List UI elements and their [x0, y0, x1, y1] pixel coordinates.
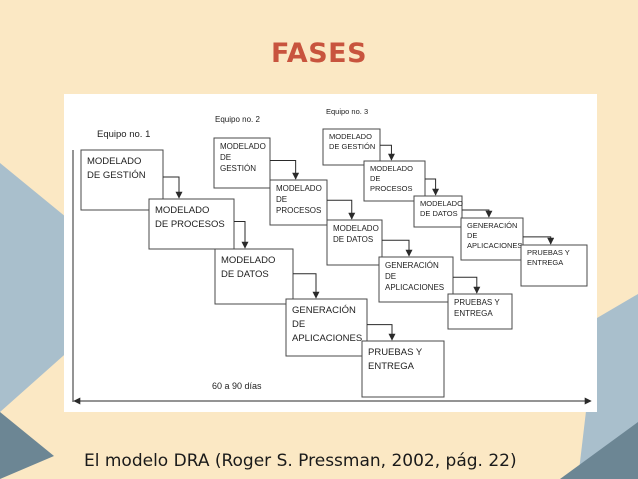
phase-label-line: MODELADO [370, 164, 413, 173]
phase-label-line: DE [385, 272, 396, 281]
phase-connector-arrow [462, 209, 493, 218]
phase-connector-arrow [270, 160, 300, 180]
phase-label-line: DE [220, 153, 231, 162]
team-2-phase-4-box: GENERACIÓN DE APLICACIONES [378, 256, 454, 303]
phase-label-line: MODELADO [329, 132, 372, 141]
phase-connector-arrow [163, 176, 183, 199]
phase-label-line: MODELADO [276, 184, 322, 193]
phase-connector-arrow [380, 144, 395, 161]
phase-connector-arrow [327, 199, 356, 220]
phase-label-line: PROCESOS [370, 184, 413, 193]
phase-connector-arrow [367, 324, 396, 341]
slide-title: FASES [270, 38, 368, 69]
phase-label-line: MODELADO [221, 255, 275, 266]
phase-label-line: MODELADO [155, 205, 209, 216]
team-1-phase-2-box: MODELADO DE PROCESOS [148, 198, 235, 250]
phase-label-line: DE GESTIÓN [87, 170, 146, 181]
team-2-phase-2-box: MODELADO DE PROCESOS [269, 179, 328, 226]
phase-label-line: DE DATOS [420, 209, 458, 218]
bottom-left-accent-shape [0, 412, 54, 479]
team-2-phase-5-box: PRUEBAS Y ENTREGA [447, 293, 513, 330]
phase-label-line: GENERACIÓN [467, 221, 517, 230]
phase-label-line: DE GESTIÓN [329, 142, 375, 151]
phase-label-line: PRUEBAS Y [454, 298, 500, 307]
phase-label-line: APLICACIONES [467, 241, 522, 250]
slide-caption: El modelo DRA (Roger S. Pressman, 2002, … [84, 451, 517, 471]
phase-label-line: DE [292, 319, 305, 330]
phase-label-line: APLICACIONES [385, 283, 444, 292]
phase-connector-arrow [293, 273, 320, 299]
phase-label-line: ENTREGA [368, 361, 415, 372]
phase-label-line: DE DATOS [333, 235, 373, 244]
phase-label-line: MODELADO [420, 199, 463, 208]
team-3-label: Equipo no. 3 [326, 107, 368, 116]
phase-label-line: DE DATOS [221, 269, 269, 280]
phase-connector-arrow [425, 178, 440, 196]
phase-label-line: PROCESOS [276, 206, 321, 215]
team-1-phase-4-box: GENERACIÓN DE APLICACIONES [285, 298, 368, 357]
phase-label-line: GENERACIÓN [385, 261, 439, 270]
phase-connector-arrow [453, 276, 481, 294]
phase-label-line: PRUEBAS Y [368, 347, 423, 358]
team-1-label: Equipo no. 1 [97, 129, 150, 140]
phase-label-line: DE PROCESOS [155, 219, 225, 230]
team-2-label: Equipo no. 2 [215, 115, 260, 124]
phase-connector-arrow [382, 239, 413, 257]
phase-label-line: ENTREGA [454, 309, 493, 318]
phase-label-line: APLICACIONES [292, 333, 362, 344]
phase-label-line: MODELADO [333, 224, 379, 233]
phase-label-line: MODELADO [220, 142, 266, 151]
phase-label-line: GENERACIÓN [292, 305, 356, 316]
team-1-phase-3-box: MODELADO DE DATOS [214, 248, 294, 305]
team-1-phase-5-box: PRUEBAS Y ENTREGA [361, 340, 445, 398]
right-accent-shape [578, 294, 638, 479]
phase-label-line: ENTREGA [527, 258, 563, 267]
team-2-phase-3-box: MODELADO DE DATOS [326, 219, 383, 266]
phase-label-line: GESTIÓN [220, 164, 256, 173]
phase-label-line: DE [467, 231, 477, 240]
team-2-phase-1-box: MODELADO DE GESTIÓN [213, 137, 271, 189]
bottom-right-accent-shape [560, 422, 638, 479]
phase-label-line: PRUEBAS Y [527, 248, 570, 257]
left-accent-shape [0, 163, 72, 412]
phase-label-line: DE [276, 195, 287, 204]
phase-connector-arrow [234, 221, 249, 249]
phase-connector-arrow [523, 236, 555, 245]
phase-label-line: MODELADO [87, 156, 141, 167]
phase-label-line: DE [370, 174, 380, 183]
timeline-label: 60 a 90 días [212, 381, 262, 391]
